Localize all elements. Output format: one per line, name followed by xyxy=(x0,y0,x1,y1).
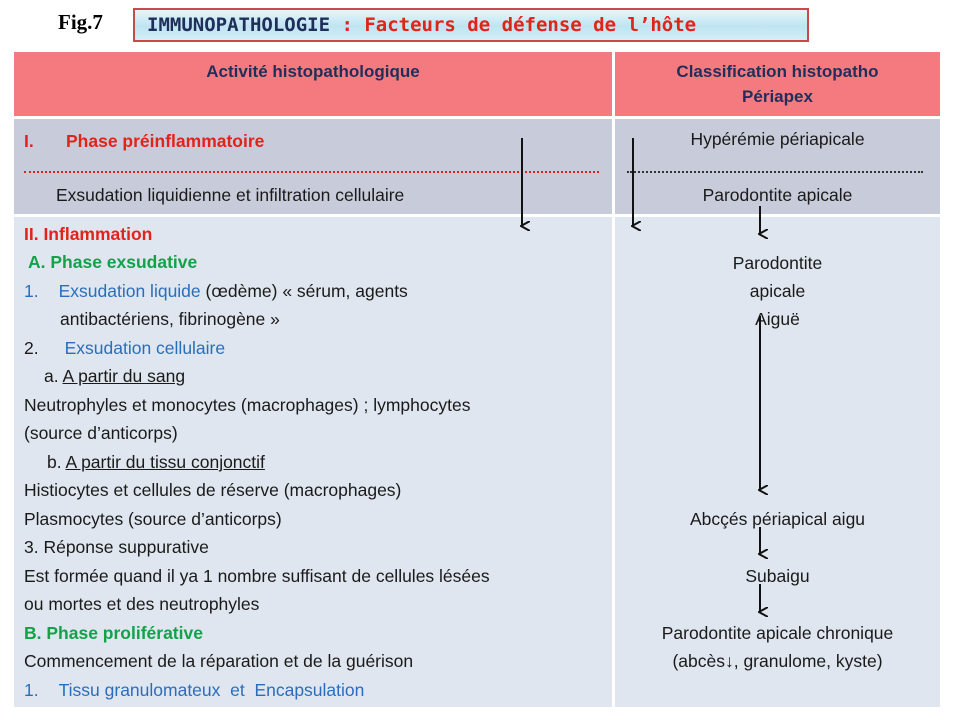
hyperemie-label: Hypérémie périapicale xyxy=(690,129,865,149)
cellular-exudation-term: Exsudation cellulaire xyxy=(64,338,226,358)
header-row-bg xyxy=(14,52,940,117)
title-separator: : xyxy=(330,14,365,36)
dotted-separator-left xyxy=(24,171,599,173)
suppurative-detail: Est formée quand il ya 1 nombre suffisan… xyxy=(24,566,490,586)
item-liquid-exudation: 1. Exsudation liquide (œdème) « sérum, ag… xyxy=(24,277,408,306)
sub-item-from-tissue: b. A partir du tissu conjonctif xyxy=(47,448,265,477)
chronic-forms-label: (abcès↓, granulome, kyste) xyxy=(672,651,883,671)
suppurative-detail-2: ou mortes et des neutrophyles xyxy=(24,594,260,614)
row-1-bg xyxy=(14,117,940,215)
blood-cells-line-2: (source d’anticorps) xyxy=(24,423,178,443)
column-divider xyxy=(612,52,615,707)
inflammation-title: II. Inflammation xyxy=(24,224,153,244)
proliferative-phase-title: B. Phase proliférative xyxy=(24,623,203,643)
col2-header-line1: Classification histopatho xyxy=(676,62,879,81)
liquid-exudation-detail-2: antibactériens, fibrinogène » xyxy=(60,309,280,329)
title-subtitle: Facteurs de défense de l’hôte xyxy=(364,14,697,36)
aigue-label: Aiguë xyxy=(755,309,800,329)
parodontite-label: Parodontite xyxy=(732,253,823,273)
dotted-separator-right xyxy=(627,171,923,173)
row-2-bg xyxy=(14,215,940,707)
row-divider-1 xyxy=(14,116,940,119)
exudative-phase-title: A. Phase exsudative xyxy=(28,252,198,272)
granulation-tissue-term: Tissu granulomateux et Encapsulation xyxy=(58,680,365,700)
col1-header: Activité histopathologique xyxy=(206,62,420,81)
phase-1-description: Exsudation liquidienne et infiltration c… xyxy=(56,185,405,205)
abces-periapical-label: Abcçés périapical aigu xyxy=(689,509,866,529)
suppurative-response: 3. Réponse suppurative xyxy=(24,537,209,557)
blood-cells-line: Neutrophyles et monocytes (macrophages) … xyxy=(24,395,471,415)
phase-1-title: Phase préinflammatoire xyxy=(66,131,265,151)
sub-item-from-blood: a. A partir du sang xyxy=(44,362,185,391)
sub-item-prefix: b. xyxy=(47,452,66,472)
col2-header-line2: Périapex xyxy=(742,87,813,106)
from-blood-label: A partir du sang xyxy=(62,366,186,386)
flow-arrows xyxy=(14,138,940,707)
plasmocytes-line: Plasmocytes (source d’anticorps) xyxy=(24,509,282,529)
chronic-parodontite-label: Parodontite apicale chronique xyxy=(661,623,894,643)
item-number: 1. xyxy=(24,281,39,301)
item-number: 1. xyxy=(24,680,39,700)
apicale-label: apicale xyxy=(749,281,806,301)
tissue-cells-line: Histiocytes et cellules de réserve (macr… xyxy=(24,480,402,500)
histopathology-table: Activité histopathologique Classificatio… xyxy=(14,52,940,707)
item-number: 2. xyxy=(24,338,39,358)
figure-label: Fig.7 xyxy=(58,10,103,34)
sub-item-prefix: a. xyxy=(44,366,63,386)
subaigu-label: Subaigu xyxy=(745,566,810,586)
liquid-exudation-detail: (œdème) « sérum, agents xyxy=(200,281,408,301)
item-granulation-tissue: 1. Tissu granulomateux et Encapsulation xyxy=(24,676,364,705)
liquid-exudation-term: Exsudation liquide xyxy=(58,281,201,301)
row-divider-2 xyxy=(14,214,940,217)
from-tissue-label: A partir du tissu conjonctif xyxy=(65,452,265,472)
title-main: IMMUNOPATHOLOGIE xyxy=(147,14,331,36)
parodontite-apicale-label: Parodontite apicale xyxy=(702,185,853,205)
repair-line: Commencement de la réparation et de la g… xyxy=(24,651,414,671)
title-banner: IMMUNOPATHOLOGIE : Facteurs de défense d… xyxy=(133,8,809,42)
phase-1-number: I. xyxy=(24,131,34,151)
item-cellular-exudation: 2. Exsudation cellulaire xyxy=(24,334,225,363)
